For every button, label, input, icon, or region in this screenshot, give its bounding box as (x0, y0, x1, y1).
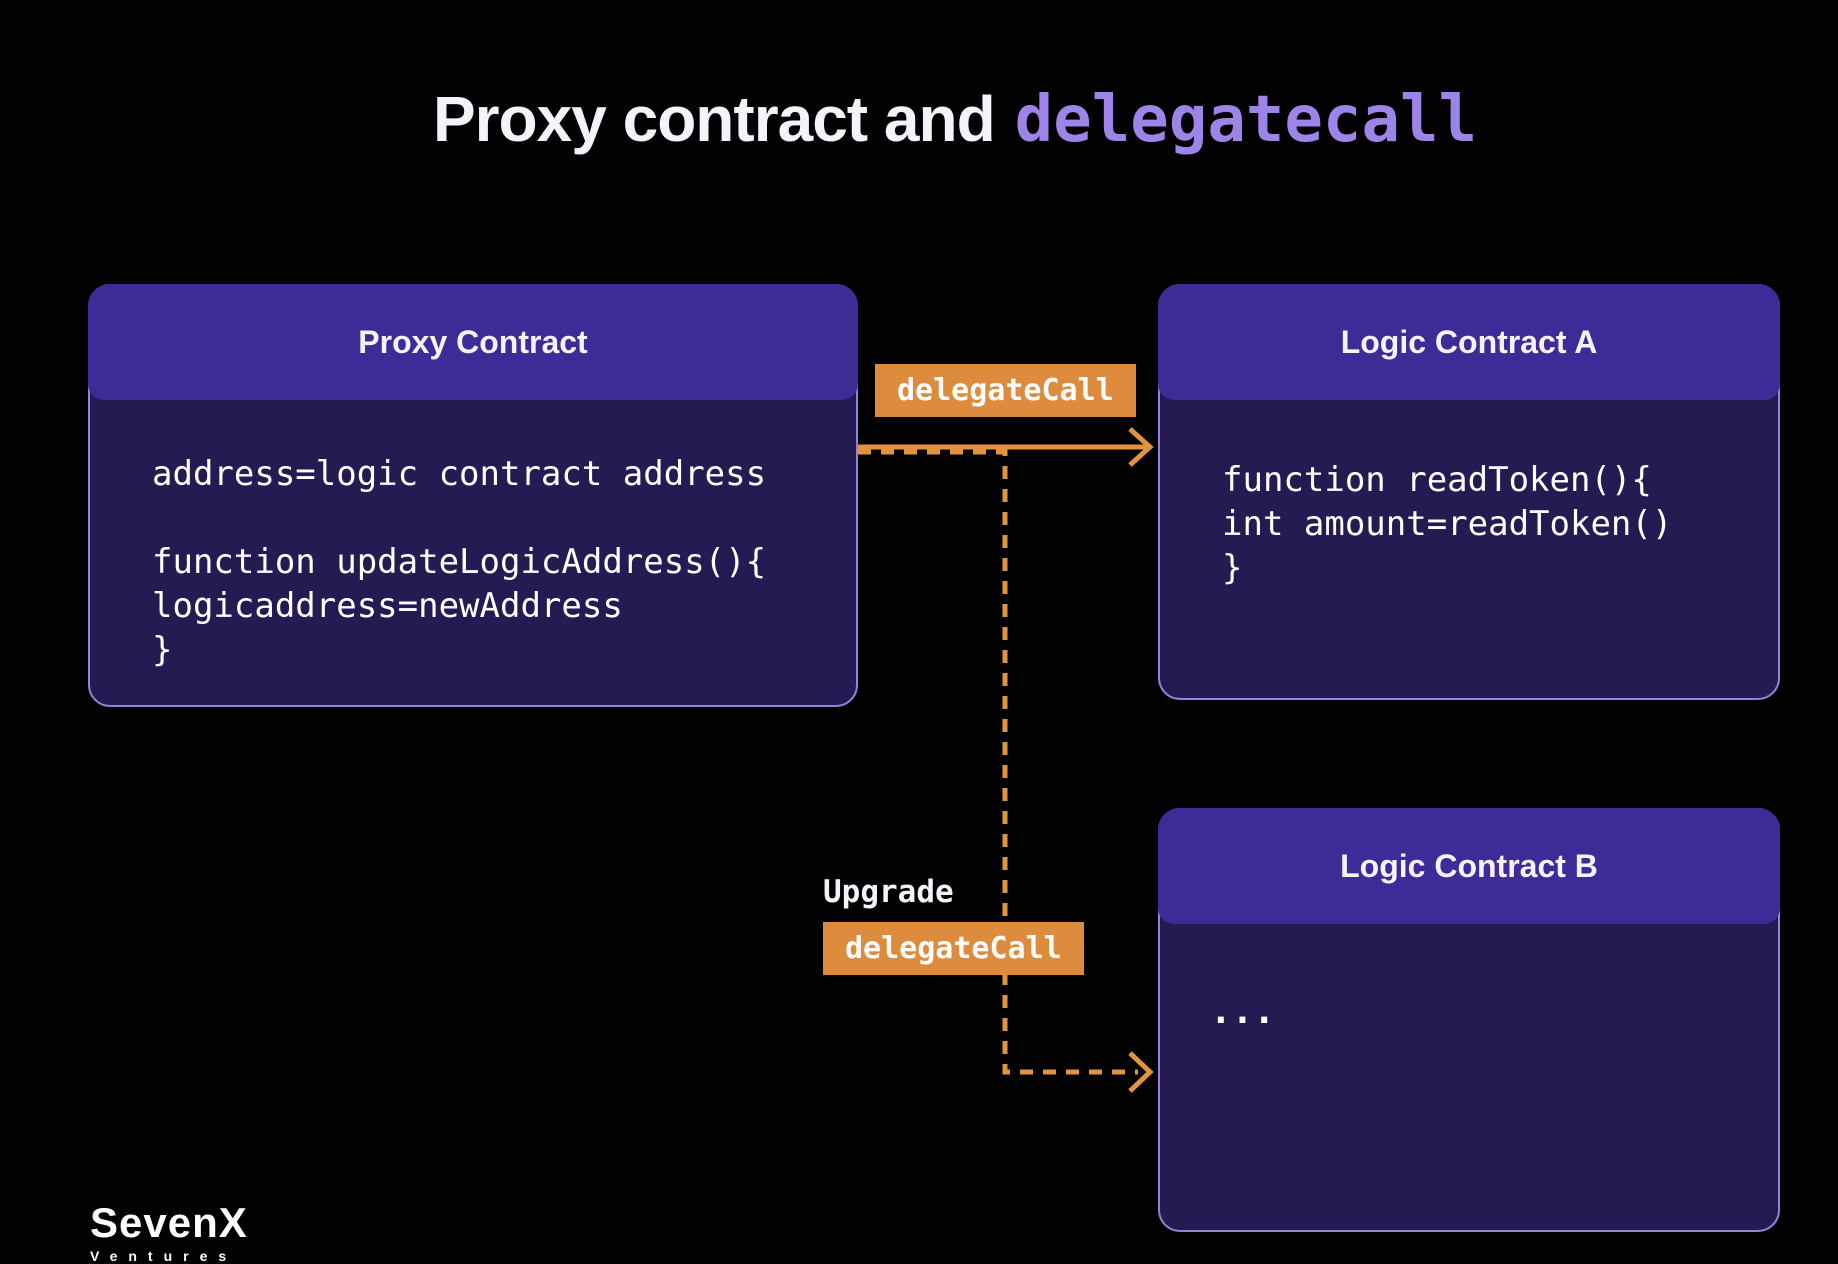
proxy-contract-title: Proxy Contract (358, 323, 588, 360)
sevenx-logo-subtext: Ventures (90, 1248, 238, 1264)
delegatecall-arrowhead-icon (1128, 427, 1154, 467)
title-plain-text: Proxy contract and (432, 83, 996, 155)
title-code-text: delegatecall (1014, 83, 1478, 157)
upgrade-delegatecall-badge: delegateCall (823, 922, 1084, 975)
proxy-contract-header: Proxy Contract (88, 284, 858, 400)
logic-contract-a-header: Logic Contract A (1158, 284, 1780, 400)
logic-contract-b-code: ... (1210, 991, 1276, 1032)
proxy-contract-code: address=logic contract address function … (152, 454, 767, 670)
logic-contract-b-header: Logic Contract B (1158, 808, 1780, 924)
upgrade-label: Upgrade (823, 874, 954, 910)
sevenx-logo: SevenX Ventures (90, 1202, 248, 1264)
proxy-contract-box: Proxy Contract address=logic contract ad… (88, 284, 858, 707)
logic-contract-a-box: Logic Contract A function readToken(){ i… (1158, 284, 1780, 700)
logic-contract-a-title: Logic Contract A (1340, 323, 1598, 360)
logic-contract-b-box: Logic Contract B ... (1158, 808, 1780, 1232)
logic-contract-a-code: function readToken(){ int amount=readTok… (1222, 460, 1673, 588)
upgrade-dashed-path (858, 449, 1138, 1075)
sevenx-logo-brand: SevenX (90, 1199, 248, 1246)
logic-contract-b-title: Logic Contract B (1340, 847, 1598, 884)
delegatecall-badge: delegateCall (875, 364, 1136, 417)
upgrade-arrowhead-icon (1128, 1051, 1154, 1093)
